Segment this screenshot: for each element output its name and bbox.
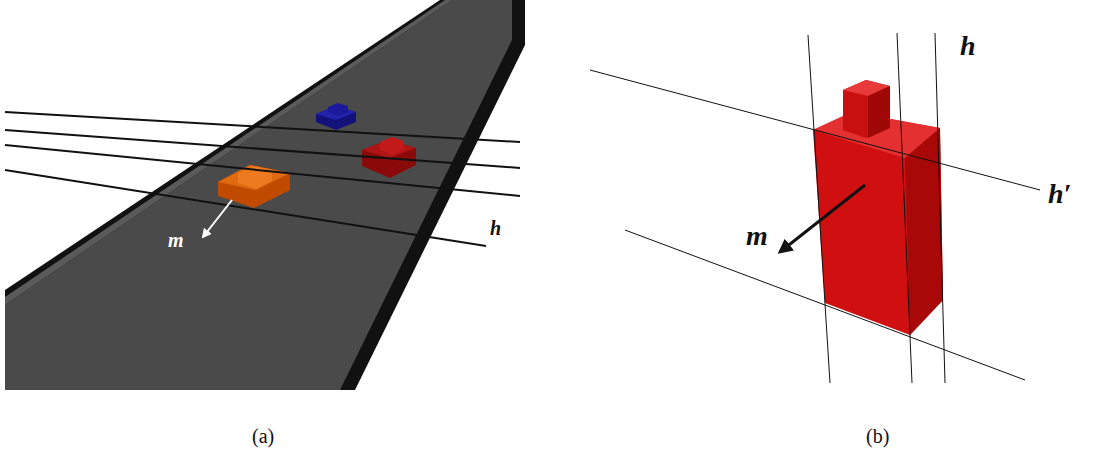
plane-label: h′ (1048, 180, 1071, 208)
h-lines (5, 112, 520, 246)
panel-label: (b) (866, 426, 889, 446)
blue-car (316, 103, 356, 130)
m-arrow (203, 200, 232, 237)
plane-lines (590, 33, 1040, 383)
plane-label: h (960, 32, 976, 60)
road (5, 0, 512, 390)
plane-label: h (490, 218, 501, 238)
vector-label: m (168, 230, 184, 250)
road-scene (5, 0, 525, 390)
vector-label: m (746, 222, 768, 250)
red-block (813, 80, 943, 335)
road-edge (5, 0, 525, 390)
panel-label: (a) (252, 426, 274, 446)
m-arrow (780, 185, 865, 252)
